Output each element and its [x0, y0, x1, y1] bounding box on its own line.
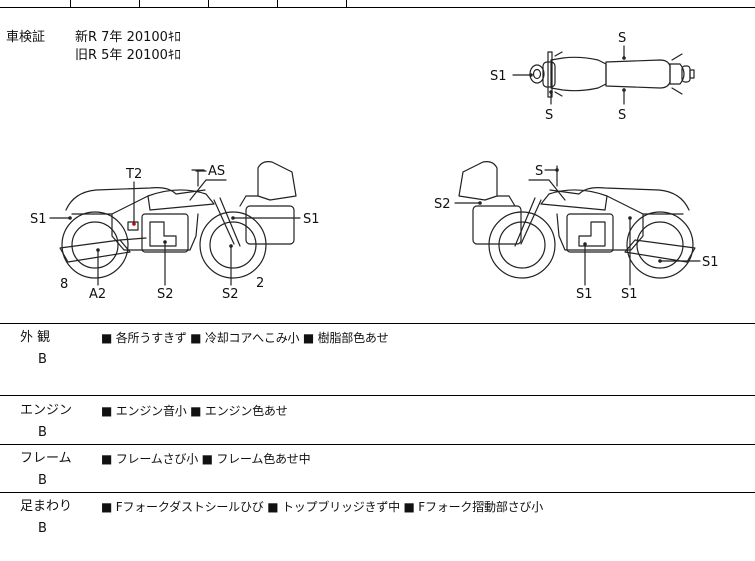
inspection-title: 車検証 — [6, 30, 46, 45]
top-cell-divider — [208, 0, 209, 7]
label-left-s2: S2 — [157, 287, 174, 302]
section-items-exterior: ■ 各所うすきず ■ 冷却コアへこみ小 ■ 樹脂部色あせ — [101, 331, 389, 345]
top-cell-divider — [346, 0, 347, 7]
section-label-exterior: 外 観 — [20, 330, 51, 345]
section-divider — [0, 395, 755, 396]
section-grade-exterior: B — [38, 352, 47, 367]
label-left-t2: T2 — [125, 167, 142, 182]
label-left-s2-right: S2 — [222, 287, 239, 302]
right-side-motorcycle-icon — [458, 161, 696, 279]
label-left-2: 2 — [256, 276, 264, 291]
diagram-bottom-border — [0, 323, 755, 324]
label-top-s: S — [618, 31, 626, 46]
label-left-8: 8 — [60, 277, 68, 292]
section-grade-frame: B — [38, 473, 47, 488]
top-view-motorcycle-icon — [529, 51, 695, 98]
label-top-s-left: S — [545, 108, 553, 123]
label-right-s1: S1 — [702, 255, 719, 270]
inspection-new: 新R 7年 20100ｷﾛ — [75, 30, 181, 45]
section-divider — [0, 492, 755, 493]
label-right-s1-mid: S1 — [621, 287, 638, 302]
top-cell-divider — [139, 0, 140, 7]
section-divider — [0, 444, 755, 445]
label-right-s2: S2 — [434, 197, 451, 212]
section-grade-engine: B — [38, 425, 47, 440]
top-cell-divider — [277, 0, 278, 7]
label-right-s1-left: S1 — [576, 287, 593, 302]
label-left-a2: A2 — [89, 287, 106, 302]
section-items-suspension: ■ Fフォークダストシールひび ■ トップブリッジきず中 ■ Fフォーク摺動部さ… — [101, 500, 544, 514]
damage-points — [68, 56, 662, 263]
label-right-s: S — [535, 164, 543, 179]
motorcycle-diagrams: S S1 S S T2 AS S1 S1 8 A2 S2 S2 2 S S2 S… — [30, 31, 719, 302]
inspection-old: 旧R 5年 20100ｷﾛ — [75, 48, 181, 63]
label-left-as: AS — [208, 164, 225, 179]
section-items-engine: ■ エンジン音小 ■ エンジン色あせ — [101, 404, 288, 418]
label-top-s-right: S — [618, 108, 626, 123]
label-left-s1: S1 — [30, 212, 47, 227]
section-label-frame: フレーム — [20, 451, 72, 466]
section-items-frame: ■ フレームさび小 ■ フレーム色あせ中 — [101, 452, 311, 466]
section-label-engine: エンジン — [20, 403, 73, 418]
label-left-s1-right: S1 — [303, 212, 320, 227]
left-side-motorcycle-icon — [59, 161, 297, 279]
label-top-s1: S1 — [490, 69, 507, 84]
top-cell-divider — [70, 0, 71, 7]
section-label-suspension: 足まわり — [20, 499, 73, 514]
section-grade-suspension: B — [38, 521, 47, 536]
top-border — [0, 7, 755, 8]
